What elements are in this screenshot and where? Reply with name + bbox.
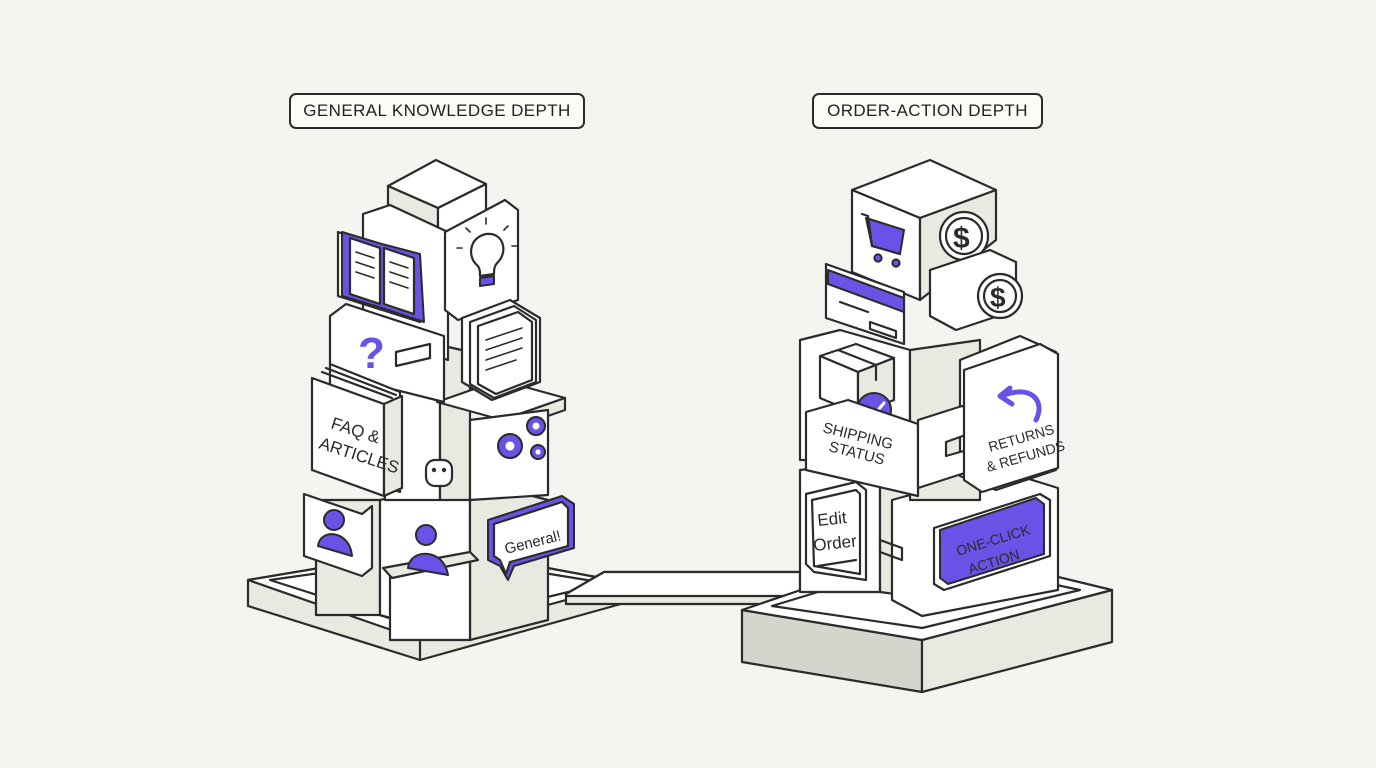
edit-order-label-line1: Edit	[816, 508, 847, 530]
heading-order-action-depth: ORDER-ACTION DEPTH	[812, 93, 1043, 129]
right-tower: $ $	[798, 158, 1067, 618]
returns-refunds-tile: RETURNS & REFUNDS	[962, 342, 1067, 494]
agent-person-icon	[407, 524, 449, 576]
dollar-coin-icon-1: $	[938, 210, 990, 262]
user-avatar-tile	[302, 492, 374, 578]
gears-icon	[497, 416, 546, 460]
edit-order-label-line2: Order	[812, 532, 858, 555]
faq-articles-tile: FAQ & ARTICLES	[310, 362, 404, 498]
dollar-coin-icon-2: $	[976, 272, 1024, 320]
shipping-status-tile: SHIPPING STATUS	[804, 398, 920, 498]
robot-head-icon	[424, 458, 454, 488]
edit-order-tile: Edit Order	[804, 480, 868, 582]
one-click-action-button: ONE-CLICK ACTION	[932, 492, 1052, 592]
credit-card-icon	[824, 262, 906, 346]
lightbulb-icon	[456, 217, 518, 287]
document-stack-icon	[460, 298, 542, 402]
svg-text:$: $	[953, 222, 970, 255]
speech-bubble-general: General!	[487, 495, 575, 581]
shopping-cart-icon	[860, 212, 905, 268]
open-book-icon	[336, 230, 425, 324]
connector-bridge	[564, 570, 802, 606]
heading-general-knowledge-depth: GENERAL KNOWLEDGE DEPTH	[289, 93, 585, 129]
svg-text:$: $	[990, 282, 1006, 313]
question-mark-icon: ?	[358, 329, 385, 378]
left-tower: ? FAQ & ARTICLES	[302, 158, 575, 642]
